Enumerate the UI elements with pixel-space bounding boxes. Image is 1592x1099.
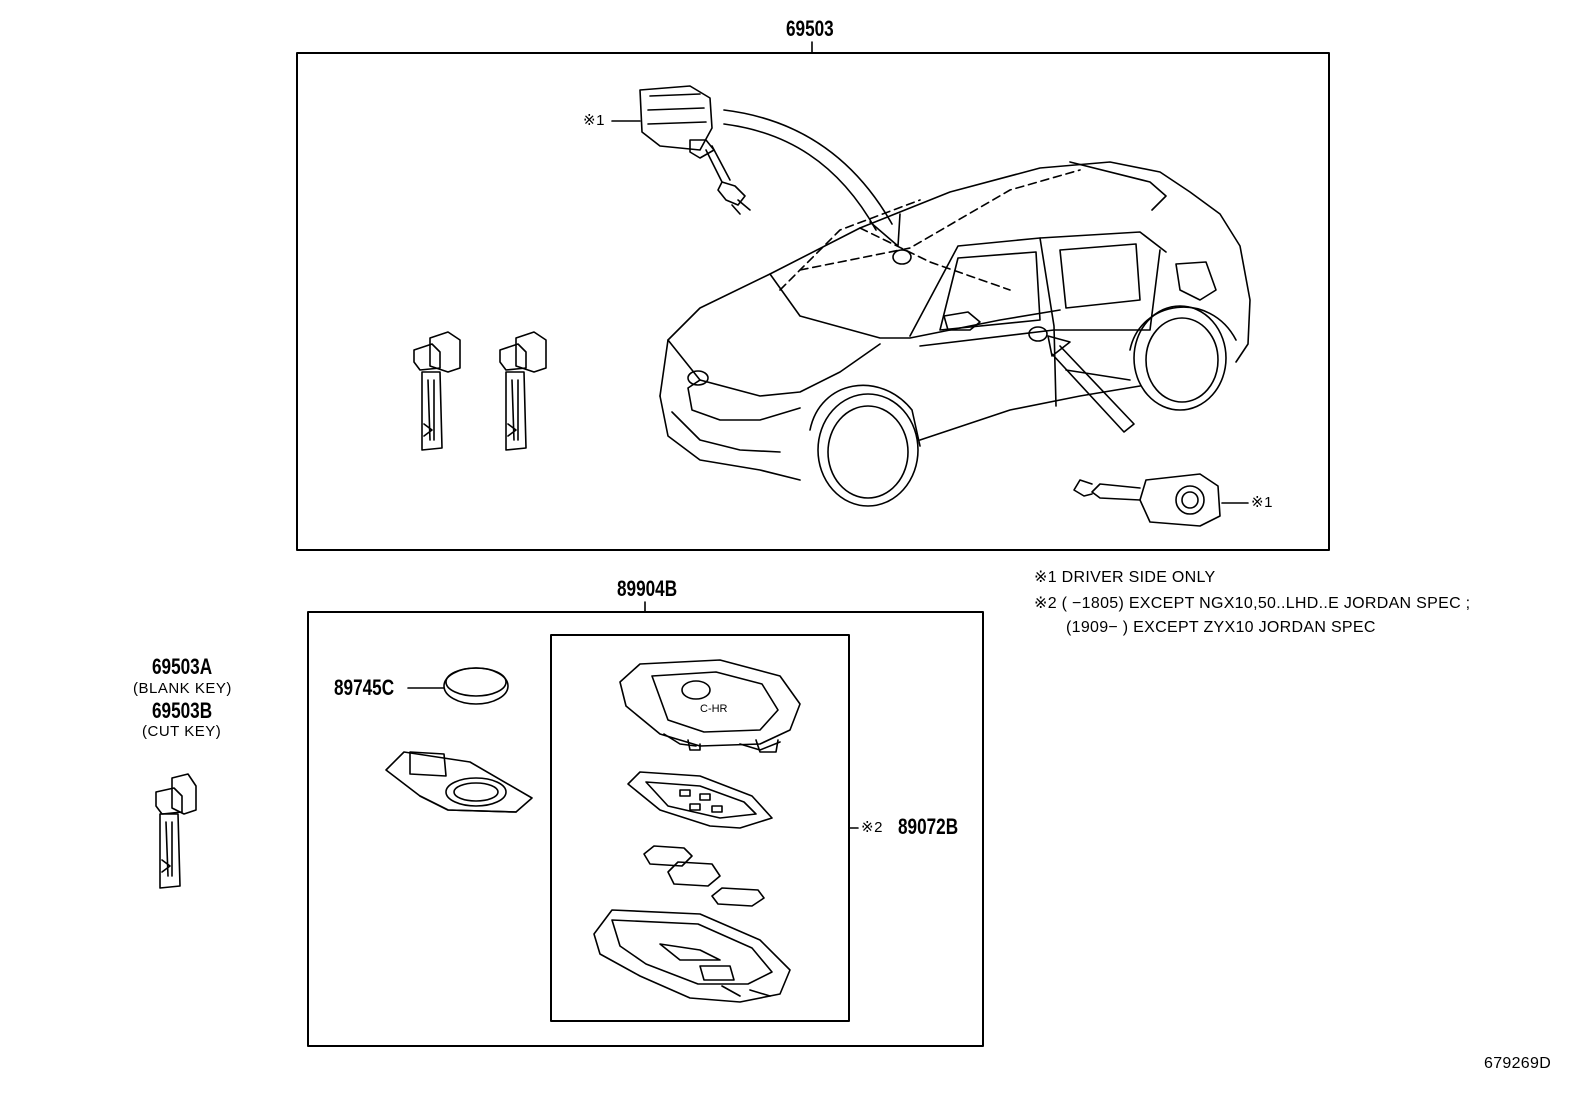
diagram-id: 679269D bbox=[1484, 1055, 1552, 1072]
ignition-cylinder-mark: ※1 bbox=[1251, 494, 1273, 511]
part-number-lock-set: 69503 bbox=[786, 16, 834, 41]
car-illustration bbox=[659, 161, 1251, 507]
transmitter-mark: ※2 bbox=[861, 819, 883, 836]
cut-key-desc: (CUT KEY) bbox=[142, 723, 222, 740]
fob-bottom-case bbox=[593, 909, 791, 1003]
lock-set-frame bbox=[296, 52, 1330, 551]
blank-key bbox=[155, 773, 197, 889]
part-number-cut-key: 69503B bbox=[152, 698, 213, 723]
ignition-cylinder-arrow bbox=[1047, 335, 1135, 433]
fob-logo-text: C-HR bbox=[700, 703, 728, 715]
door-cylinder-arrow bbox=[723, 109, 901, 247]
fob-inner-frame bbox=[627, 771, 773, 829]
note-except-line2: (1909− ) EXCEPT ZYX10 JORDAN SPEC bbox=[1066, 619, 1376, 636]
note-except-line1: ※2 ( −1805) EXCEPT NGX10,50..LHD..E JORD… bbox=[1034, 595, 1471, 612]
circuit-board-illustration bbox=[385, 751, 533, 813]
fob-small-parts bbox=[643, 845, 765, 907]
fob-top-cover bbox=[619, 659, 801, 753]
blank-key-desc: (BLANK KEY) bbox=[133, 680, 232, 697]
part-number-transmitter: 89072B bbox=[898, 814, 959, 839]
part-number-blank-key: 69503A bbox=[152, 654, 213, 679]
key-right bbox=[499, 331, 547, 451]
battery-illustration bbox=[443, 667, 509, 705]
ignition-lock-cylinder bbox=[1073, 473, 1221, 527]
note-driver-side: ※1 DRIVER SIDE ONLY bbox=[1034, 569, 1216, 586]
door-lock-cylinder bbox=[639, 85, 751, 215]
key-left bbox=[413, 331, 461, 451]
door-cylinder-mark: ※1 bbox=[583, 112, 605, 129]
part-number-battery: 89745C bbox=[334, 675, 395, 700]
transmitter-frame bbox=[550, 634, 850, 1022]
part-number-smart-key-set: 89904B bbox=[617, 576, 678, 601]
